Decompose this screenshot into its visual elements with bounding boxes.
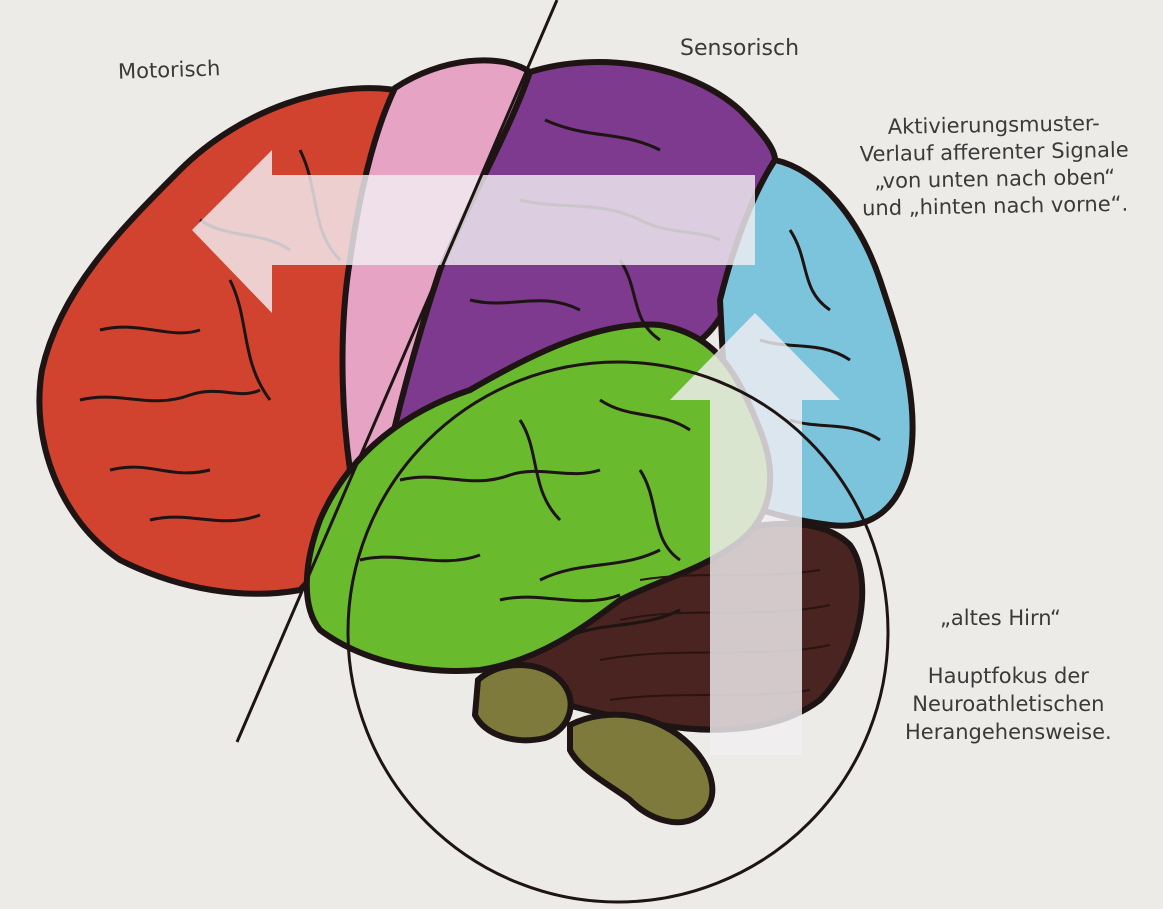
afferent-description: Aktivierungsmuster- Verlauf afferenter S… (859, 110, 1130, 223)
focus-line-3: Herangehensweise. (905, 718, 1112, 746)
label-sensorisch: Sensorisch (680, 36, 799, 61)
label-altes-hirn: „altes Hirn“ (940, 606, 1061, 630)
focus-line-2: Neuroathletischen (905, 690, 1112, 718)
brainstem-upper (475, 665, 571, 740)
focus-description: Hauptfokus der Neuroathletischen Herange… (905, 662, 1112, 746)
focus-line-1: Hauptfokus der (905, 662, 1112, 690)
label-motorisch: Motorisch (118, 56, 221, 84)
afferent-line-4: und „hinten nach vorne“. (860, 191, 1129, 223)
